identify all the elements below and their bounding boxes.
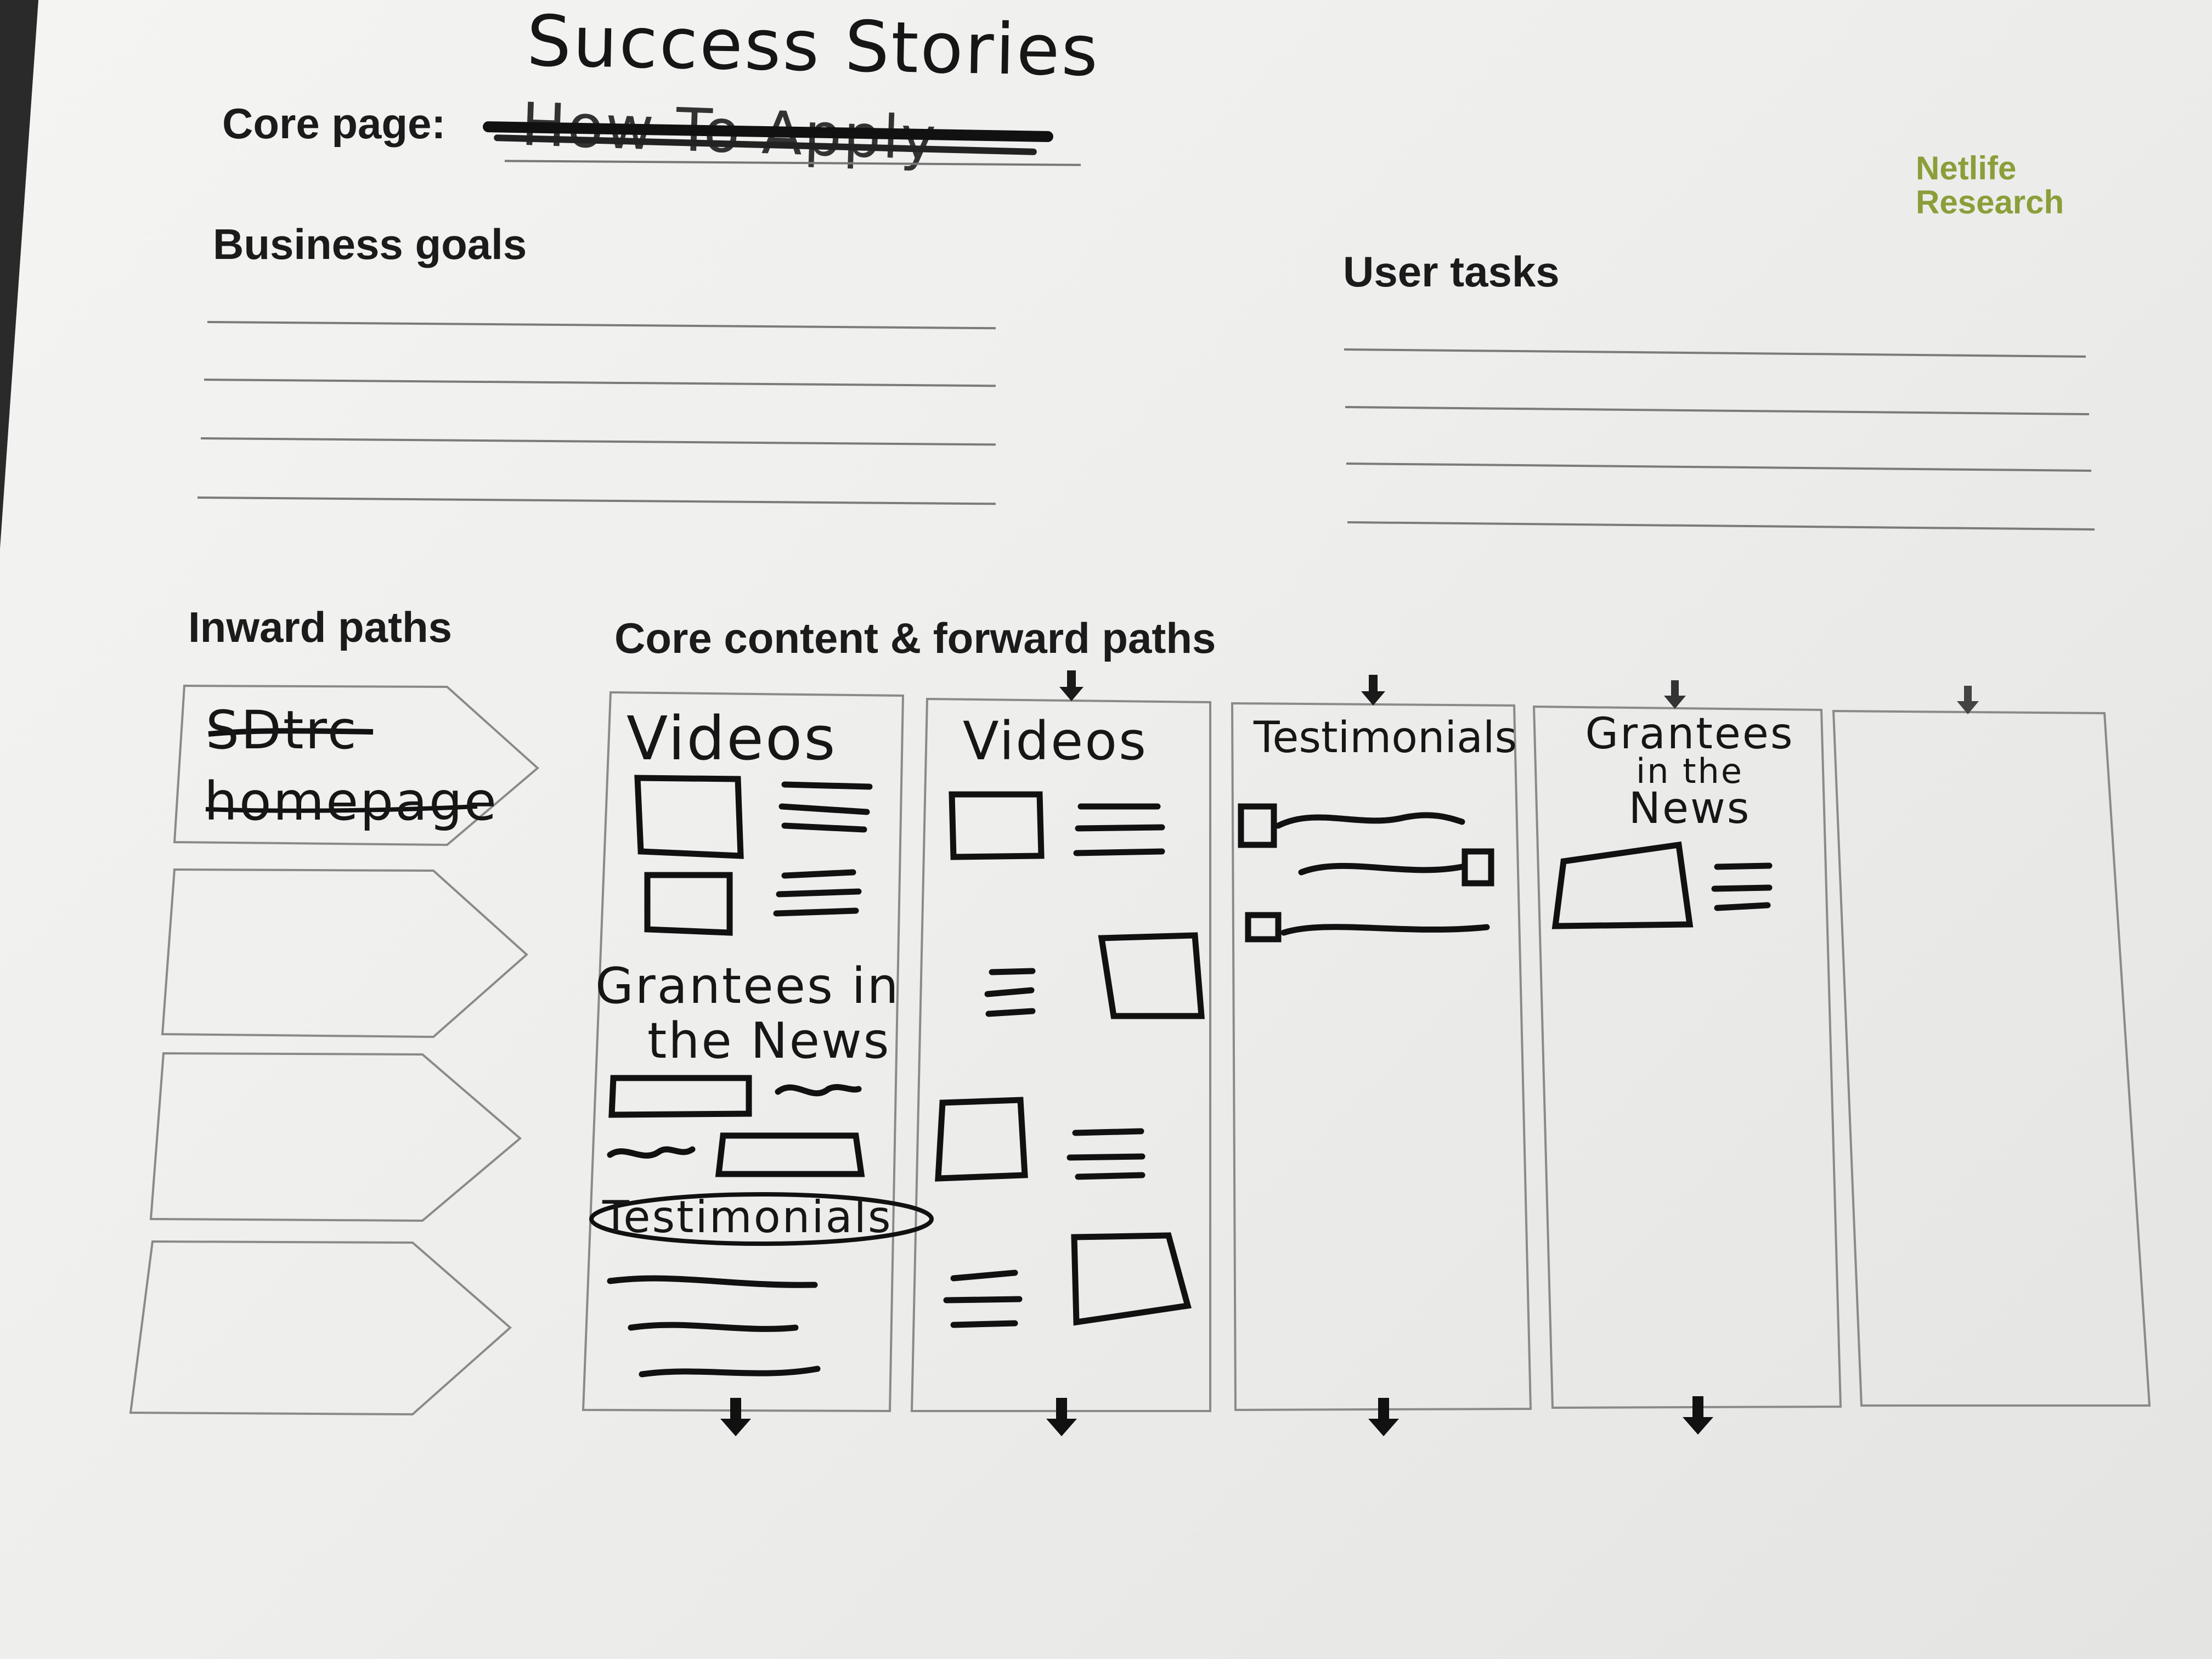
netlife-logo: Netlife Research [1916, 151, 2064, 219]
avatar-sketch [1238, 803, 1277, 848]
col3-sketches [1238, 803, 1494, 943]
col1-label-grantees: Grantees in [595, 957, 900, 1015]
news-box-sketch [715, 1132, 865, 1177]
core-page-label: Core page: [222, 99, 446, 148]
core-content-label: Core content & forward paths [614, 614, 1216, 662]
video-thumbnail-sketch [949, 791, 1045, 860]
video-thumbnail-sketch [1071, 1232, 1192, 1326]
content-column-4 [1532, 705, 1842, 1409]
down-arrow-icon [1361, 675, 1385, 706]
col1-sketches [589, 775, 934, 1378]
top-arrows [1059, 670, 1979, 714]
logo-line-2: Research [1916, 184, 2064, 221]
col1-label-testimonials: Testimonials [602, 1192, 893, 1243]
video-thumbnail-sketch [634, 775, 744, 859]
inward-path-1-text: SDtrc [206, 699, 358, 761]
business-goals-label: Business goals [213, 220, 527, 268]
down-arrow-icon [1059, 670, 1084, 701]
bottom-arrows [720, 1396, 1713, 1436]
col1-label-grantees-b: the News [647, 1012, 891, 1070]
col4-sketches [1551, 841, 1773, 929]
logo-line-1: Netlife [1916, 150, 2017, 187]
down-arrow-icon [1368, 1398, 1399, 1436]
col2-sketches [935, 791, 1205, 1328]
inward-path-box-1 [173, 684, 540, 847]
inward-path-box-2 [161, 868, 529, 1039]
inward-path-box-4 [129, 1240, 512, 1416]
video-thumbnail-sketch [644, 872, 733, 936]
down-arrow-icon [1046, 1398, 1077, 1436]
inward-path-1-text-line2: homepage [204, 771, 498, 832]
down-arrow-icon [1664, 680, 1686, 709]
inward-path-box-3 [149, 1052, 522, 1222]
col2-title: Videos [963, 710, 1148, 772]
inward-paths-label: Inward paths [188, 603, 453, 651]
col4-title-line2: in the [1636, 751, 1743, 791]
down-arrow-icon [1957, 686, 1979, 714]
down-arrow-icon [1683, 1396, 1713, 1435]
avatar-sketch [1245, 912, 1282, 943]
news-thumbnail-sketch [1551, 841, 1694, 929]
down-arrow-icon [720, 1398, 751, 1436]
col4-title: Grantees in the News [1572, 713, 1808, 830]
col4-title-line1: Grantees [1585, 709, 1795, 759]
news-box-sketch [608, 1075, 752, 1118]
video-thumbnail-sketch [935, 1097, 1028, 1182]
col4-title-line3: News [1628, 784, 1751, 833]
col3-title: Testimonials [1254, 713, 1517, 763]
avatar-sketch [1462, 848, 1494, 887]
video-thumbnail-sketch [1098, 932, 1205, 1019]
content-column-1 [582, 691, 905, 1413]
content-column-3 [1231, 702, 1532, 1412]
content-column-5 [1832, 709, 2151, 1407]
content-column-2 [910, 697, 1211, 1412]
col1-title: Videos [627, 703, 837, 774]
user-tasks-label: User tasks [1343, 247, 1560, 296]
